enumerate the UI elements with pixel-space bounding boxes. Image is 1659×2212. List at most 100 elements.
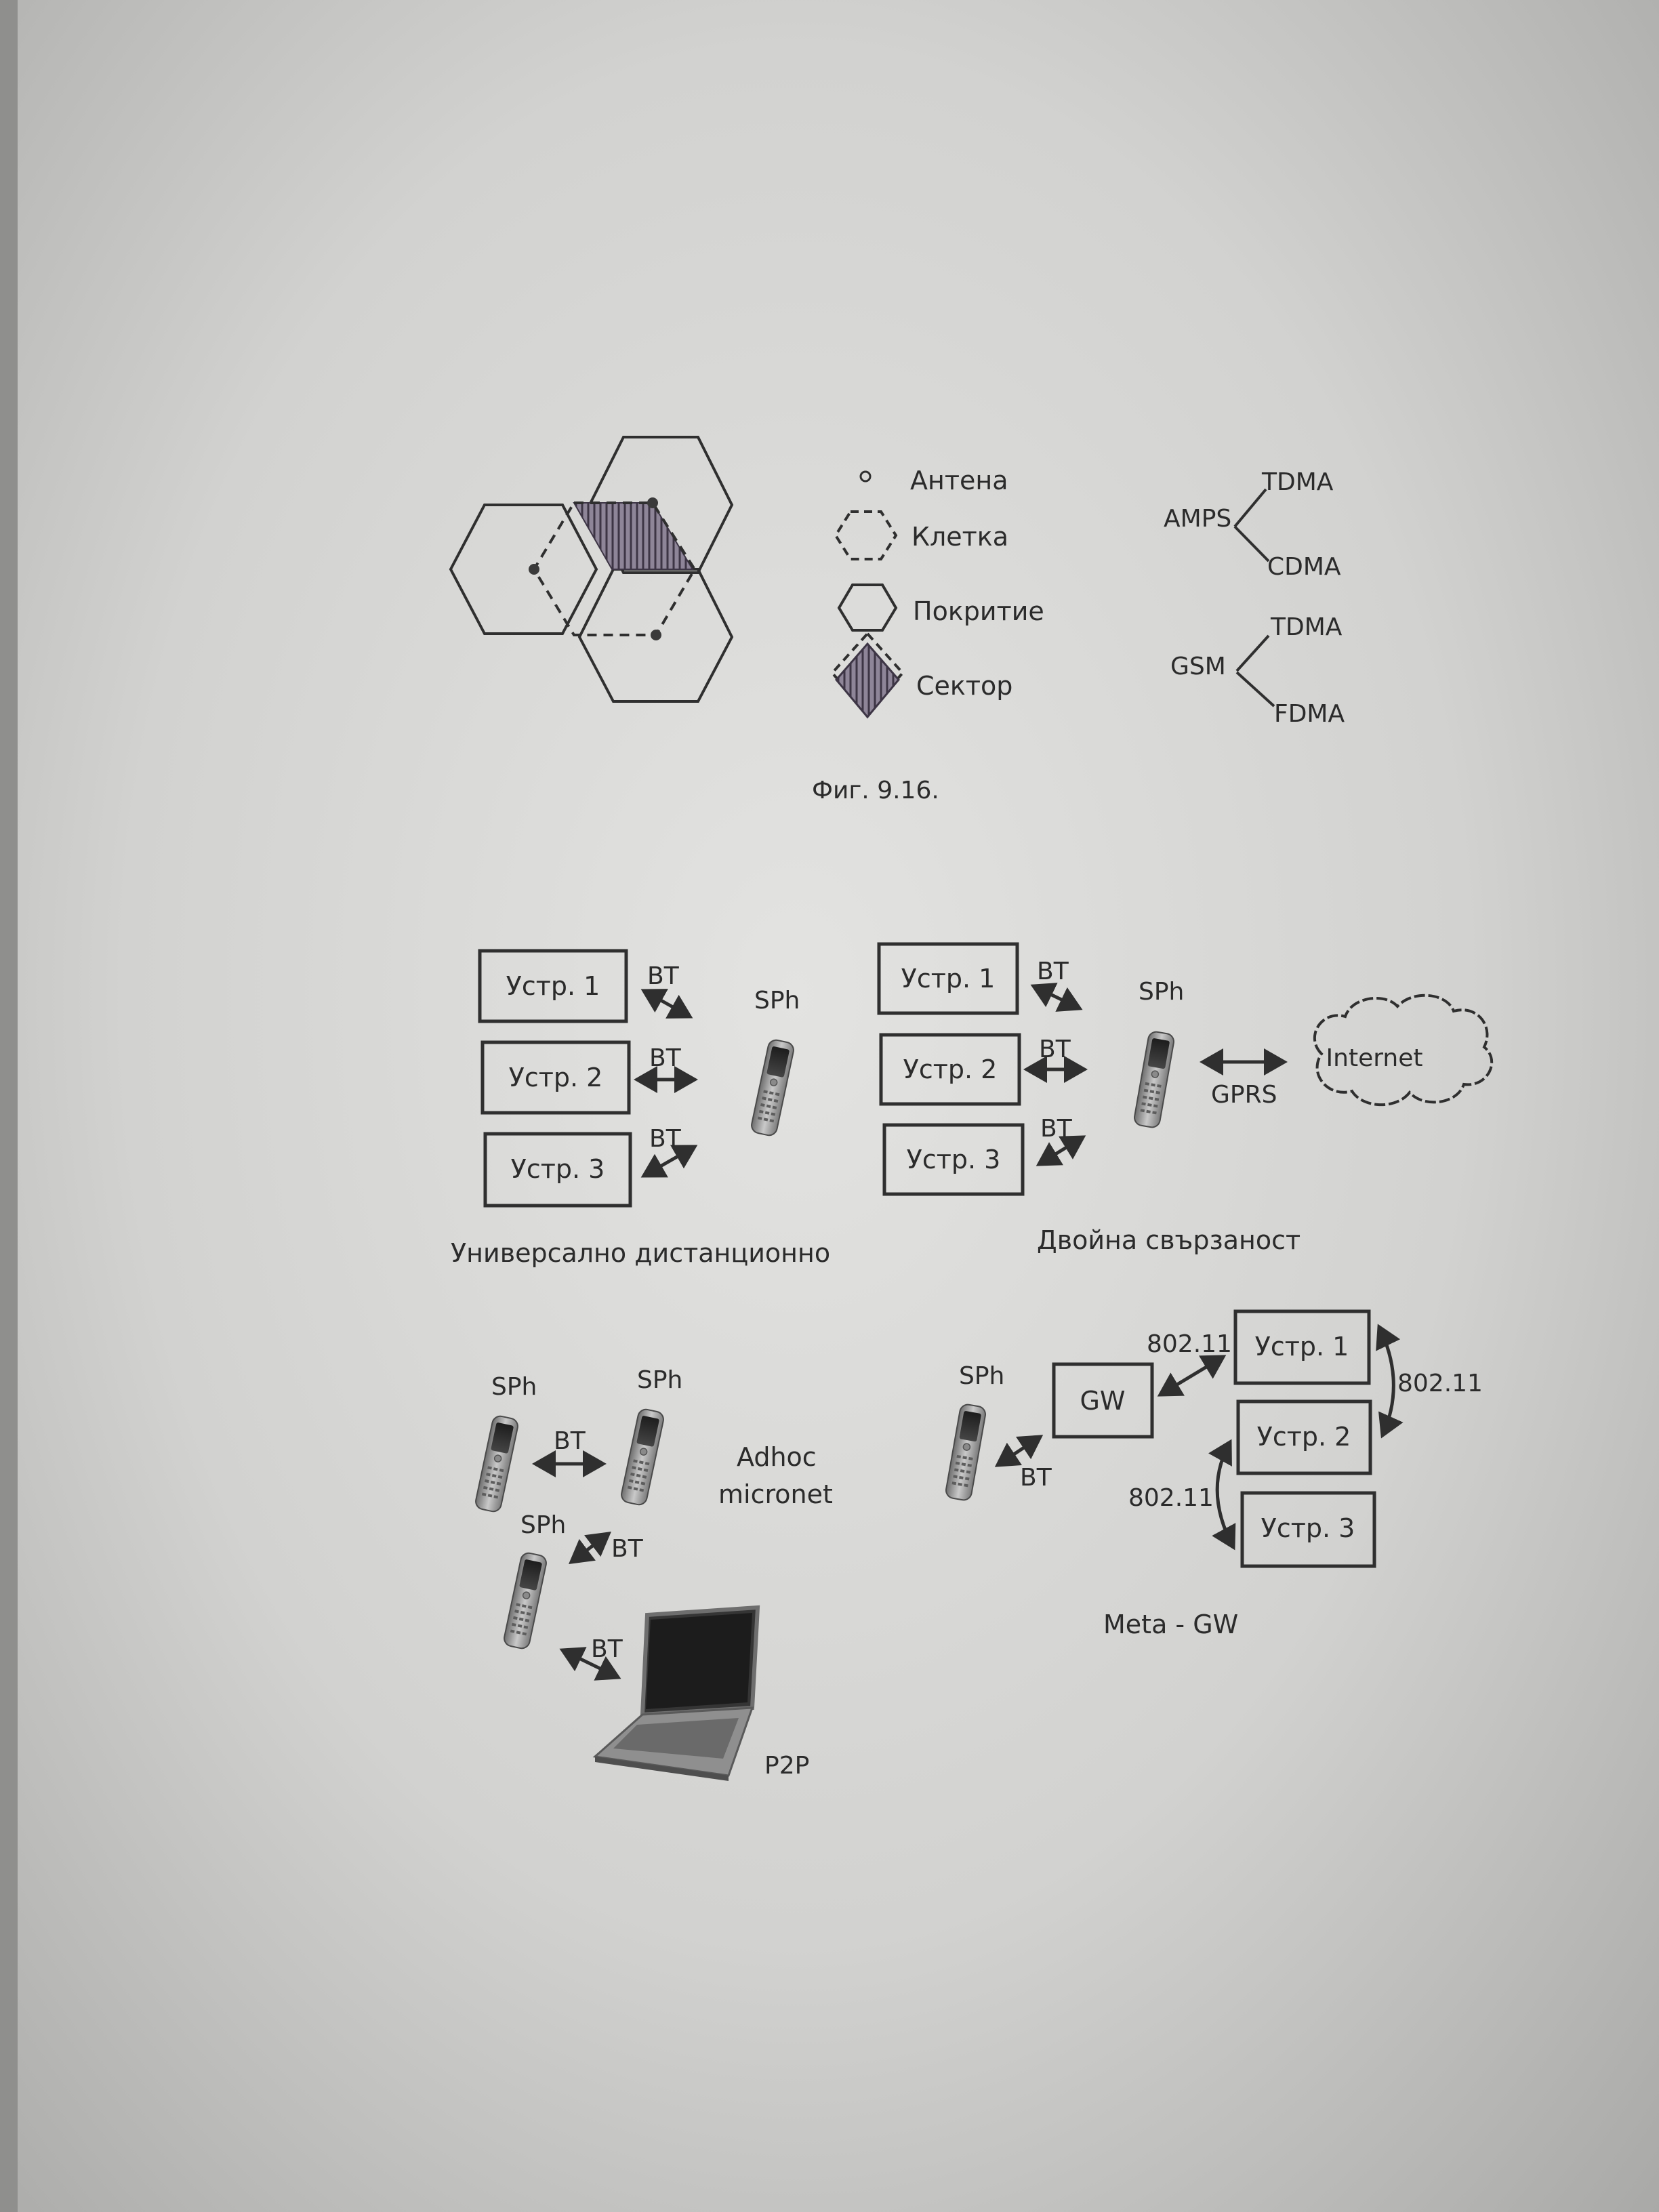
bt-label: BT: [554, 1427, 586, 1455]
smartphone-label: SPh: [520, 1511, 566, 1539]
amps-cdma-label: CDMA: [1267, 553, 1341, 581]
internet-cloud-icon: [1313, 994, 1494, 1107]
gsm-tdma-label: TDMA: [1270, 613, 1343, 641]
wifi-label: 802.11: [1147, 1330, 1232, 1358]
smartphone-icon: [473, 1414, 520, 1514]
wifi-label: 802.11: [1397, 1370, 1483, 1397]
sector-legend-icon: [835, 642, 900, 719]
figure-caption: Фиг. 9.16.: [812, 777, 939, 804]
laptop-icon: [592, 1605, 760, 1781]
bt-arrow: [640, 1145, 698, 1178]
device-box-3: [882, 1123, 1025, 1196]
bt-arrow: [994, 1435, 1044, 1467]
bt-arrow: [559, 1647, 621, 1681]
universal-caption: Универсално дистанционно: [451, 1238, 830, 1268]
gsm-branch-top: [1235, 634, 1270, 672]
device-box-2: [1236, 1399, 1372, 1475]
amps-branch-top: [1233, 488, 1267, 528]
p2p-label: P2P: [764, 1752, 809, 1780]
antenna-dot: [529, 564, 539, 575]
bt-label: BT: [1040, 1115, 1073, 1143]
adhoc-micronet-diagram: SPh SPh BT Adhoc micronet SPh BT BT P2P: [473, 1366, 833, 1781]
wifi-arrow: [1157, 1355, 1227, 1397]
amps-branch-bottom: [1233, 525, 1270, 562]
bt-label: BT: [647, 962, 680, 990]
coverage-hexagon-bottom: [577, 568, 734, 703]
device-label: Устр. 1: [1255, 1332, 1349, 1361]
bt-arrow: [1030, 983, 1083, 1012]
device-label: Устр. 1: [506, 971, 600, 1001]
gprs-label: GPRS: [1211, 1081, 1277, 1109]
legend-antenna: Антена: [910, 466, 1008, 495]
antenna-legend-icon: [859, 470, 872, 483]
legend-sector: Сектор: [916, 671, 1012, 701]
bt-label: BT: [1020, 1464, 1052, 1492]
smartphone-label: SPh: [637, 1366, 682, 1394]
amps-tdma-label: TDMA: [1261, 468, 1334, 496]
device-box-3: [483, 1132, 632, 1208]
legend: Антена Клетка Покритие Сектор: [830, 466, 1044, 719]
smartphone-label: SPh: [1139, 978, 1184, 1006]
amps-tree: AMPS TDMA CDMA: [1164, 468, 1341, 581]
amps-label: AMPS: [1164, 505, 1231, 533]
device-label: Устр. 3: [1261, 1513, 1355, 1543]
coverage-hexagon-left: [449, 504, 598, 635]
bt-arrow: [1036, 1135, 1086, 1166]
sector-legend-dashed: [830, 632, 905, 716]
gsm-label: GSM: [1170, 653, 1226, 680]
dual-connectivity-diagram: Устр. 1 Устр. 2 Устр. 3 BT BT BT SPh GPR…: [877, 942, 1494, 1255]
meta-gw-caption: Meta - GW: [1103, 1610, 1238, 1639]
gateway-box: [1052, 1362, 1154, 1439]
smartphone-icon: [619, 1407, 666, 1507]
cell-legend-icon: [834, 510, 898, 560]
antenna-dot: [647, 497, 658, 508]
internet-label: Internet: [1326, 1044, 1423, 1072]
universal-remote-diagram: Устр. 1 Устр. 2 Устр. 3 BT BT BT SPh Уни…: [451, 949, 830, 1268]
smartphone-icon: [501, 1551, 549, 1651]
bt-arrow: [569, 1531, 611, 1565]
legend-coverage: Покритие: [913, 596, 1044, 626]
smartphone-label: SPh: [959, 1362, 1004, 1390]
dual-caption: Двойна свързаност: [1037, 1225, 1300, 1255]
meta-gw-diagram: SPh BT GW 802.11 Устр. 1 Устр. 2 Устр. 3…: [944, 1309, 1483, 1639]
bt-label: BT: [591, 1635, 623, 1663]
device-box-1: [478, 949, 628, 1023]
smartphone-icon: [749, 1038, 796, 1138]
smartphone-label: SPh: [754, 987, 800, 1015]
device-box-1: [1233, 1309, 1371, 1385]
bt-label: BT: [649, 1044, 682, 1072]
gateway-label: GW: [1080, 1386, 1125, 1416]
device-box-2: [480, 1040, 631, 1115]
device-label: Устр. 2: [903, 1054, 998, 1084]
wifi-curved-arrow: [1208, 1439, 1236, 1551]
bt-label: BT: [649, 1125, 682, 1153]
legend-cell: Клетка: [912, 522, 1008, 552]
adhoc-label-line1: Adhoc: [737, 1442, 817, 1472]
bt-label: BT: [1037, 958, 1069, 985]
device-label: Устр. 1: [901, 964, 996, 994]
gsm-fdma-label: FDMA: [1274, 700, 1345, 728]
bt-label: BT: [611, 1535, 644, 1563]
bt-label: BT: [1039, 1036, 1071, 1063]
device-label: Устр. 3: [907, 1145, 1001, 1174]
wifi-label: 802.11: [1128, 1484, 1214, 1512]
device-label: Устр. 3: [511, 1154, 605, 1184]
bt-arrow: [640, 989, 693, 1019]
antenna-dot: [651, 630, 661, 640]
coverage-legend-icon: [837, 583, 898, 632]
device-box-3: [1240, 1491, 1376, 1568]
gsm-tree: GSM TDMA FDMA: [1170, 613, 1345, 728]
gsm-branch-bottom: [1235, 671, 1275, 708]
device-box-2: [879, 1033, 1021, 1106]
cell-hexagons: [449, 436, 734, 703]
device-box-1: [877, 942, 1019, 1015]
page-edge-shadow: [0, 0, 18, 2212]
smartphone-icon: [944, 1402, 987, 1502]
device-label: Устр. 2: [1257, 1422, 1351, 1452]
smartphone-label: SPh: [491, 1373, 537, 1401]
device-label: Устр. 2: [509, 1063, 603, 1092]
adhoc-label-line2: micronet: [718, 1479, 833, 1509]
wifi-curved-arrow: [1376, 1324, 1404, 1439]
